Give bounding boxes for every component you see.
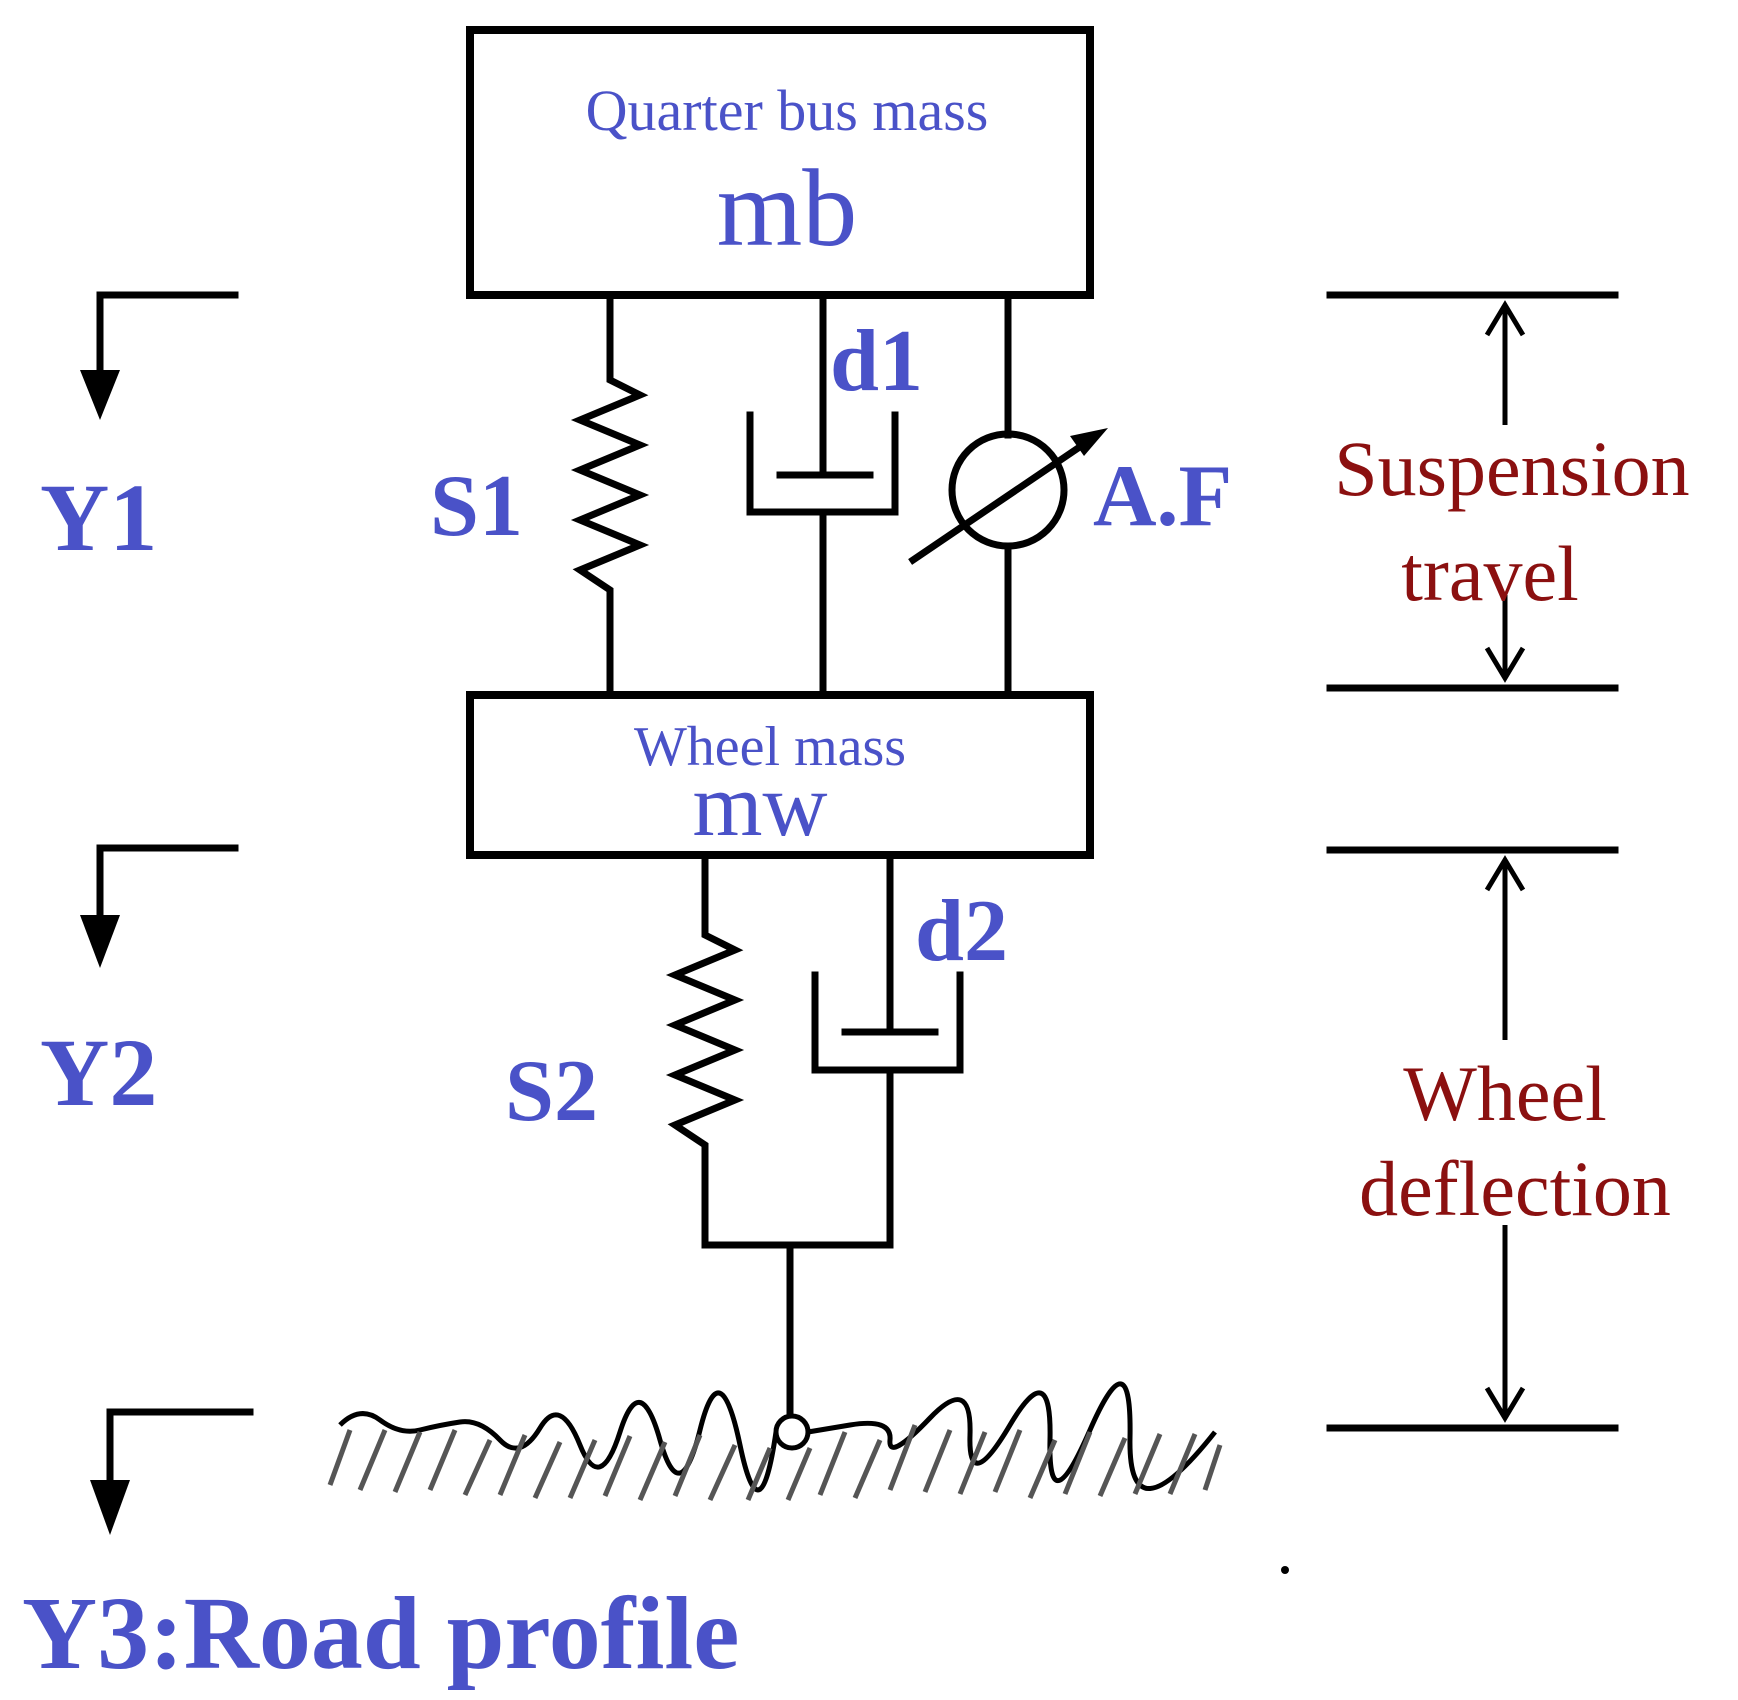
displacement-arrow-y1 [80,291,239,420]
wheel-deflection-label-line2: deflection [1359,1145,1671,1232]
damper-d2-label: d2 [915,883,1008,980]
displacement-y2-label: Y2 [40,1019,157,1126]
displacement-y1-label: Y1 [40,464,157,571]
wheel-deflection-dimension [1326,846,1619,1432]
spring-s1 [570,291,650,694]
damper-d1 [746,291,899,694]
damper-d1-label: d1 [830,313,923,410]
wheel-mass-block: Wheel mass mw [466,691,1094,859]
suspension-travel-label-line1: Suspension [1334,425,1689,512]
spring-s1-label: S1 [430,458,523,555]
wheel-mass-caption: Wheel mass [634,716,906,778]
displacement-arrow-y2 [80,844,239,968]
body-mass-block: Quarter bus mass mb [466,26,1094,299]
displacement-y3-label: Y3:Road profile [22,1576,739,1691]
suspension-travel-label-line2: travel [1401,530,1579,617]
displacement-arrow-y3 [90,1408,254,1535]
stray-dot [1281,1566,1289,1574]
actuator-af [908,291,1108,694]
wheel-deflection-label-line1: Wheel [1403,1050,1607,1137]
body-mass-caption: Quarter bus mass [586,78,989,143]
damper-d2 [811,851,964,1249]
body-mass-symbol: mb [717,147,858,269]
spring-s2 [665,851,745,1249]
spring-s2-label: S2 [505,1043,598,1140]
actuator-af-label: A.F [1093,448,1232,545]
wheel-mass-symbol: mw [693,756,828,855]
suspension-travel-dimension [1326,291,1619,692]
road-surface [327,1381,1223,1502]
